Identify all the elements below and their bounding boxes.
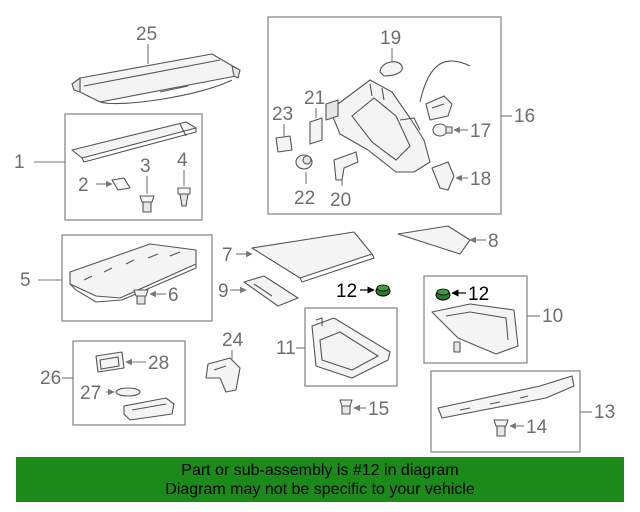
group-box-1: [64, 113, 203, 221]
part-9-panel[interactable]: [243, 275, 299, 307]
part-4-screw[interactable]: [177, 187, 191, 207]
callout-6: 6: [168, 285, 179, 306]
callout-28: 28: [148, 353, 169, 374]
callout-22: 22: [294, 188, 315, 209]
group-box-26: [72, 340, 186, 426]
part-7-deck-board[interactable]: [251, 231, 375, 283]
part-15-clip[interactable]: [339, 399, 353, 415]
part-21-hook[interactable]: [309, 99, 339, 145]
part-16-bracket[interactable]: [425, 95, 453, 121]
part-10-side-tray[interactable]: [431, 303, 519, 355]
part-28-lens[interactable]: [95, 351, 125, 373]
callout-12-right: 12: [468, 284, 489, 305]
part-6-clip[interactable]: [133, 289, 149, 305]
part-20-hook[interactable]: [333, 151, 359, 181]
group-box-11: [304, 307, 398, 387]
part-22-grommet[interactable]: [295, 154, 313, 170]
part-17-clip[interactable]: [432, 123, 453, 137]
part-2-clip[interactable]: [111, 177, 131, 191]
group-box-5: [61, 234, 213, 322]
callout-9: 9: [218, 281, 229, 302]
part-27-bulb[interactable]: [115, 387, 141, 397]
part-3-fastener[interactable]: [139, 195, 155, 213]
callout-5: 5: [20, 270, 31, 291]
banner-line-1: Part or sub-assembly is #12 in diagram: [181, 462, 459, 479]
callout-26: 26: [40, 368, 61, 389]
callout-7: 7: [222, 245, 233, 266]
part-1-trim-panel[interactable]: [71, 121, 197, 163]
callout-11: 11: [276, 338, 296, 359]
part-info-banner: Part or sub-assembly is #12 in diagram D…: [16, 457, 624, 502]
callout-13: 13: [594, 402, 615, 423]
part-19-cap[interactable]: [379, 61, 403, 77]
part-13-scuff-plate[interactable]: [437, 375, 575, 419]
part-18-cover[interactable]: [431, 161, 455, 191]
callout-21: 21: [304, 88, 325, 109]
part-26-lamp-housing[interactable]: [123, 397, 175, 421]
part-8-panel[interactable]: [397, 225, 471, 255]
callout-27: 27: [80, 383, 101, 404]
callout-25: 25: [136, 24, 157, 45]
callout-12-center: 12: [336, 281, 357, 302]
part-23-clip[interactable]: [275, 135, 293, 153]
group-box-10: [423, 275, 528, 364]
callout-16: 16: [514, 106, 535, 127]
callout-24: 24: [222, 330, 244, 351]
callout-14: 14: [526, 417, 548, 438]
banner-line-2: Diagram may not be specific to your vehi…: [165, 481, 475, 498]
part-16-cable[interactable]: [419, 60, 471, 103]
part-14-clip[interactable]: [493, 419, 509, 437]
callout-23: 23: [272, 104, 293, 125]
part-25-tonneau-cover[interactable]: [71, 53, 241, 105]
part-11-tray[interactable]: [311, 317, 391, 379]
part-12-nut-right[interactable]: [435, 288, 451, 301]
callout-8: 8: [488, 231, 499, 252]
callout-20: 20: [330, 190, 351, 211]
callout-19: 19: [380, 28, 401, 49]
part-12-nut-center[interactable]: [375, 284, 391, 297]
callout-17: 17: [470, 121, 491, 142]
callout-15: 15: [368, 399, 389, 420]
callout-18: 18: [470, 169, 491, 190]
callout-1: 1: [14, 152, 25, 173]
part-5-bracket[interactable]: [69, 243, 197, 303]
part-24-bracket[interactable]: [205, 357, 241, 393]
callout-10: 10: [542, 306, 563, 327]
part-16-quarter-panel[interactable]: [329, 79, 431, 173]
callout-2: 2: [78, 175, 89, 196]
callout-4: 4: [177, 150, 188, 171]
callout-3: 3: [140, 156, 151, 177]
